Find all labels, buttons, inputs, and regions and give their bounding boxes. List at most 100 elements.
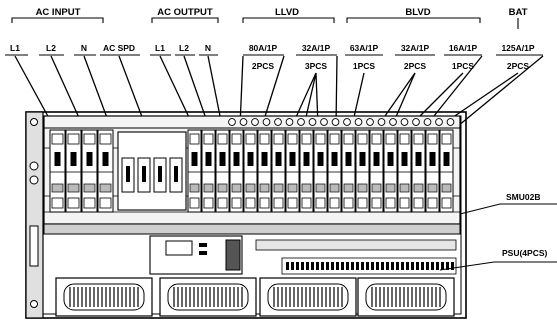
signal-terminal (406, 262, 409, 270)
terminal (51, 197, 64, 209)
screw-icon (400, 118, 409, 126)
terminal (259, 183, 270, 193)
breaker-bank (187, 129, 454, 213)
terminal (399, 197, 410, 209)
toggle-lever (443, 152, 450, 166)
group-blvd: BLVD (346, 7, 481, 23)
signal-terminal (331, 262, 334, 270)
terminal (441, 183, 452, 193)
terminal (343, 133, 354, 145)
signal-terminal (441, 262, 444, 270)
screw-icon (412, 118, 420, 126)
terminal (83, 183, 96, 193)
screw-icon (30, 118, 38, 126)
toggle-lever (289, 152, 296, 166)
screw-icon (343, 118, 351, 126)
toggle-lever (345, 152, 352, 166)
signal-terminal (386, 262, 389, 270)
psu-vent (365, 283, 447, 311)
signal-terminal (326, 262, 329, 270)
signal-terminal (421, 262, 424, 270)
component-labels: L1 L2 N AC SPD L1 L2 N 80A/1P 32A/1P 63A… (10, 43, 535, 53)
terminal (67, 197, 80, 209)
count-llvd-80a: 2PCS (252, 61, 275, 71)
smu-handle (225, 239, 241, 271)
toggle-lever (401, 152, 408, 166)
terminal (357, 133, 368, 145)
terminal (287, 183, 298, 193)
screw-icon (29, 161, 39, 171)
signal-terminal (306, 262, 309, 270)
signal-terminal (376, 262, 379, 270)
terminal (231, 133, 242, 145)
signal-terminal (321, 262, 324, 270)
screw-icon (389, 118, 397, 126)
count-llvd-32a: 3PCS (305, 61, 328, 71)
signal-terminal (356, 262, 359, 270)
psu-modules (55, 277, 455, 317)
label-output-n: N (205, 43, 211, 53)
terminal (441, 197, 452, 209)
signal-terminal (291, 262, 294, 270)
terminal (203, 133, 214, 145)
toggle-lever (275, 152, 282, 166)
psu-vent (63, 283, 145, 311)
toggle-lever (331, 152, 338, 166)
terminal (315, 133, 326, 145)
terminal (413, 183, 424, 193)
toggle-lever (233, 152, 240, 166)
terminal (273, 197, 284, 209)
screw-icon (320, 118, 328, 126)
screw-icon (228, 118, 236, 126)
top-screw-row (228, 118, 455, 126)
quantity-labels: 2PCS 3PCS 1PCS 2PCS 1PCS 2PCS (252, 61, 530, 71)
screw-icon (274, 118, 282, 126)
cabinet (25, 111, 467, 319)
smu-rail (43, 223, 461, 235)
terminal (441, 133, 452, 145)
screw-icon (29, 175, 39, 185)
label-bat-125a: 125A/1P (501, 43, 534, 53)
label-blvd-16a: 16A/1P (449, 43, 478, 53)
spd-indicator (158, 166, 162, 182)
group-llvd-title: LLVD (275, 7, 299, 18)
spd-indicator (142, 166, 146, 182)
count-blvd-32a: 2PCS (404, 61, 427, 71)
toggle-lever (86, 152, 93, 166)
group-bat: BAT (509, 7, 528, 29)
group-ac-input: AC INPUT (11, 7, 104, 23)
spd-indicator (174, 166, 178, 182)
toggle-lever (191, 152, 198, 166)
terminal (203, 197, 214, 209)
psu-vent (167, 283, 249, 311)
terminal (245, 183, 256, 193)
count-blvd-63a: 1PCS (353, 61, 376, 71)
terminal (371, 183, 382, 193)
signal-terminal (411, 262, 414, 270)
terminal (217, 183, 228, 193)
screw-icon (297, 118, 305, 126)
signal-terminal (296, 262, 299, 270)
terminal (231, 197, 242, 209)
label-psu: PSU(4PCS) (502, 248, 548, 258)
toggle-lever (387, 152, 394, 166)
terminal (287, 197, 298, 209)
terminal (67, 133, 80, 145)
terminal (245, 133, 256, 145)
toggle-lever (70, 152, 77, 166)
ac-input-breakers (49, 129, 114, 213)
toggle-lever (415, 152, 422, 166)
terminal (259, 197, 270, 209)
label-blvd-32a: 32A/1P (401, 43, 430, 53)
terminal (343, 197, 354, 209)
group-ac-output: AC OUTPUT (151, 7, 219, 23)
terminal (329, 133, 340, 145)
terminal (99, 133, 112, 145)
signal-terminal (401, 262, 404, 270)
signal-terminal (286, 262, 289, 270)
terminal (217, 133, 228, 145)
smu-display (165, 240, 193, 256)
toggle-lever (359, 152, 366, 166)
group-bat-title: BAT (509, 7, 528, 18)
